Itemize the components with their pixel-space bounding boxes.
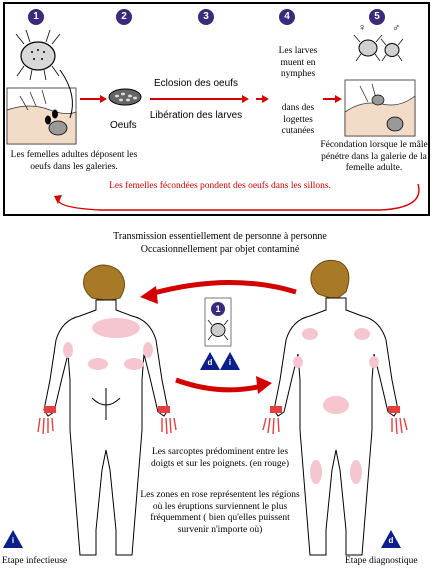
- step-4-badge: 4: [279, 9, 295, 25]
- caption-larvae-release: Libération des larves: [149, 110, 243, 121]
- caption-fertilized-females: Les femelles fécondées pondent des oeufs…: [109, 181, 331, 191]
- badge-i-label: i: [228, 358, 232, 367]
- step-1-badge: 1: [28, 9, 44, 25]
- caption-in-burrows: dans des logettes cutanées: [281, 103, 315, 136]
- skin-section-icon: [344, 79, 416, 137]
- human-front-icon: [262, 259, 408, 556]
- caption-pink-zones: Les zones en rose représentent les régio…: [140, 490, 300, 535]
- caption-females-lay: Les femelles adultes déposent les oeufs …: [10, 150, 138, 172]
- mite-icon: [353, 34, 404, 62]
- mite-icon: [15, 29, 61, 81]
- badge-i-label: i: [11, 536, 15, 545]
- lifecycle-box: [3, 2, 430, 216]
- arrow-icon: [80, 95, 107, 103]
- caption-larvae-molt: Les larves muent en nymphes: [278, 46, 318, 79]
- caption-fertilization: Fécondation lorsque le mâle pénétre dans…: [320, 140, 428, 173]
- caption-eggs: Oeufs: [110, 120, 137, 131]
- diagnostic-triangle-icon: [200, 352, 220, 370]
- stage-infective-label: Etape infectieuse: [2, 556, 68, 566]
- infective-triangle-icon: [3, 530, 23, 548]
- arrow-icon: [140, 279, 297, 394]
- mite-icon: [207, 319, 229, 341]
- step-2-badge: 2: [116, 9, 132, 25]
- caption-hatching: Eclosion des oeufs: [154, 78, 238, 89]
- transmission-line-1: Transmission essentiellement de personne…: [113, 231, 327, 242]
- badge-d-label: d: [388, 536, 394, 545]
- egg-cluster-icon: [108, 88, 142, 106]
- infective-triangle-icon: [220, 352, 240, 370]
- male-symbol: ♂: [392, 22, 401, 34]
- human-figures: [3, 259, 408, 556]
- badge-d-label: d: [207, 358, 213, 367]
- step-3-badge: 3: [198, 9, 214, 25]
- caption-sarcoptes: Les sarcoptes prédominent entre les doig…: [151, 447, 289, 469]
- skin-section-icon: [6, 87, 77, 145]
- step-5-badge: 5: [369, 9, 385, 25]
- human-back-icon: [37, 264, 177, 556]
- lifecycle-graphics: [6, 29, 420, 211]
- diagnostic-triangle-icon: [381, 530, 401, 548]
- female-symbol: ♀: [358, 22, 367, 34]
- specimen-step-badge: 1: [211, 302, 225, 316]
- transmission-line-2: Occasionnellement par objet contaminé: [140, 244, 300, 255]
- stage-diagnostic-label: Etape diagnostique: [345, 556, 418, 566]
